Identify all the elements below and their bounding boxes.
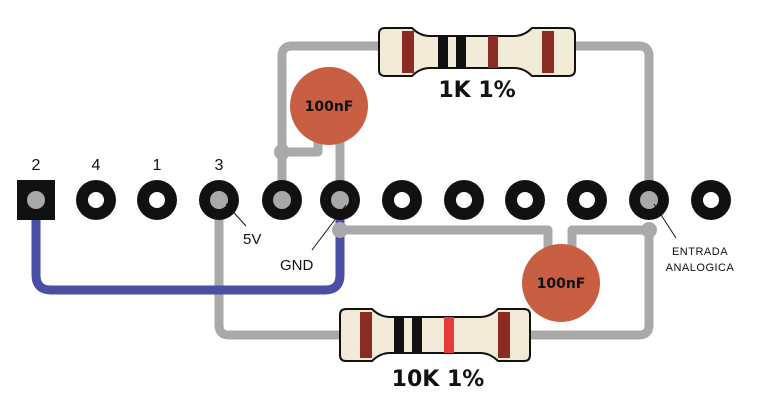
capacitor-bottom-label: 100nF [537, 276, 586, 292]
pin-3 [137, 180, 177, 220]
band-red [444, 317, 454, 353]
label-entrada-analogica-line2: ANALOGICA [666, 262, 735, 274]
capacitor-top-label: 100nF [305, 99, 354, 115]
wires [31, 41, 654, 340]
wire-1k-loop [277, 41, 654, 205]
wire-10k-loop [214, 195, 654, 340]
capacitor-top: 100nF [290, 67, 368, 145]
wire-jumper-gnd [31, 195, 345, 295]
resistor-10k-label: 10K 1% [392, 367, 485, 392]
resistor-body [339, 308, 531, 362]
pin-1-hole [27, 191, 45, 209]
label-leader-entrada [653, 203, 677, 239]
pin-8 [444, 180, 484, 220]
band-brown [498, 312, 510, 358]
band-black [438, 36, 448, 68]
capacitor-bottom: 100nF [522, 244, 600, 322]
pin-7 [382, 180, 422, 220]
pin-number-label: 3 [215, 157, 224, 174]
resistor-10k [339, 308, 531, 362]
pin-number-label: 1 [153, 157, 162, 174]
junction-dot [332, 222, 348, 238]
junction-dot [641, 222, 657, 238]
pin-number-label: 2 [32, 157, 41, 174]
pin-number-label: 4 [92, 157, 101, 174]
label-gnd: GND [280, 257, 314, 274]
band-black [412, 317, 422, 353]
pin-6 [320, 180, 360, 220]
band-black [456, 36, 466, 68]
pin-4 [199, 180, 239, 220]
resistor-1k-label: 1K 1% [438, 78, 515, 103]
band-red [488, 36, 498, 68]
wire-cap-bottom-bus [335, 225, 654, 260]
pin-10 [567, 180, 607, 220]
label-entrada-analogica-line1: ENTRADA [672, 246, 728, 258]
band-black [394, 317, 404, 353]
pin-5 [262, 180, 302, 220]
pin-12 [691, 180, 731, 220]
resistor-1k [378, 27, 576, 77]
band-brown [360, 312, 372, 358]
band-brown [542, 31, 554, 73]
band-brown [402, 31, 414, 73]
junction-dots [274, 144, 657, 238]
label-leader-gnd [311, 204, 347, 251]
label-5v: 5V [243, 231, 261, 248]
label-leader-5v [225, 203, 247, 227]
pin-2 [76, 180, 116, 220]
resistor-body [378, 27, 576, 77]
header-pins [17, 180, 731, 220]
junction-dot [274, 144, 290, 160]
pin-11 [629, 180, 669, 220]
pin-9 [505, 180, 545, 220]
